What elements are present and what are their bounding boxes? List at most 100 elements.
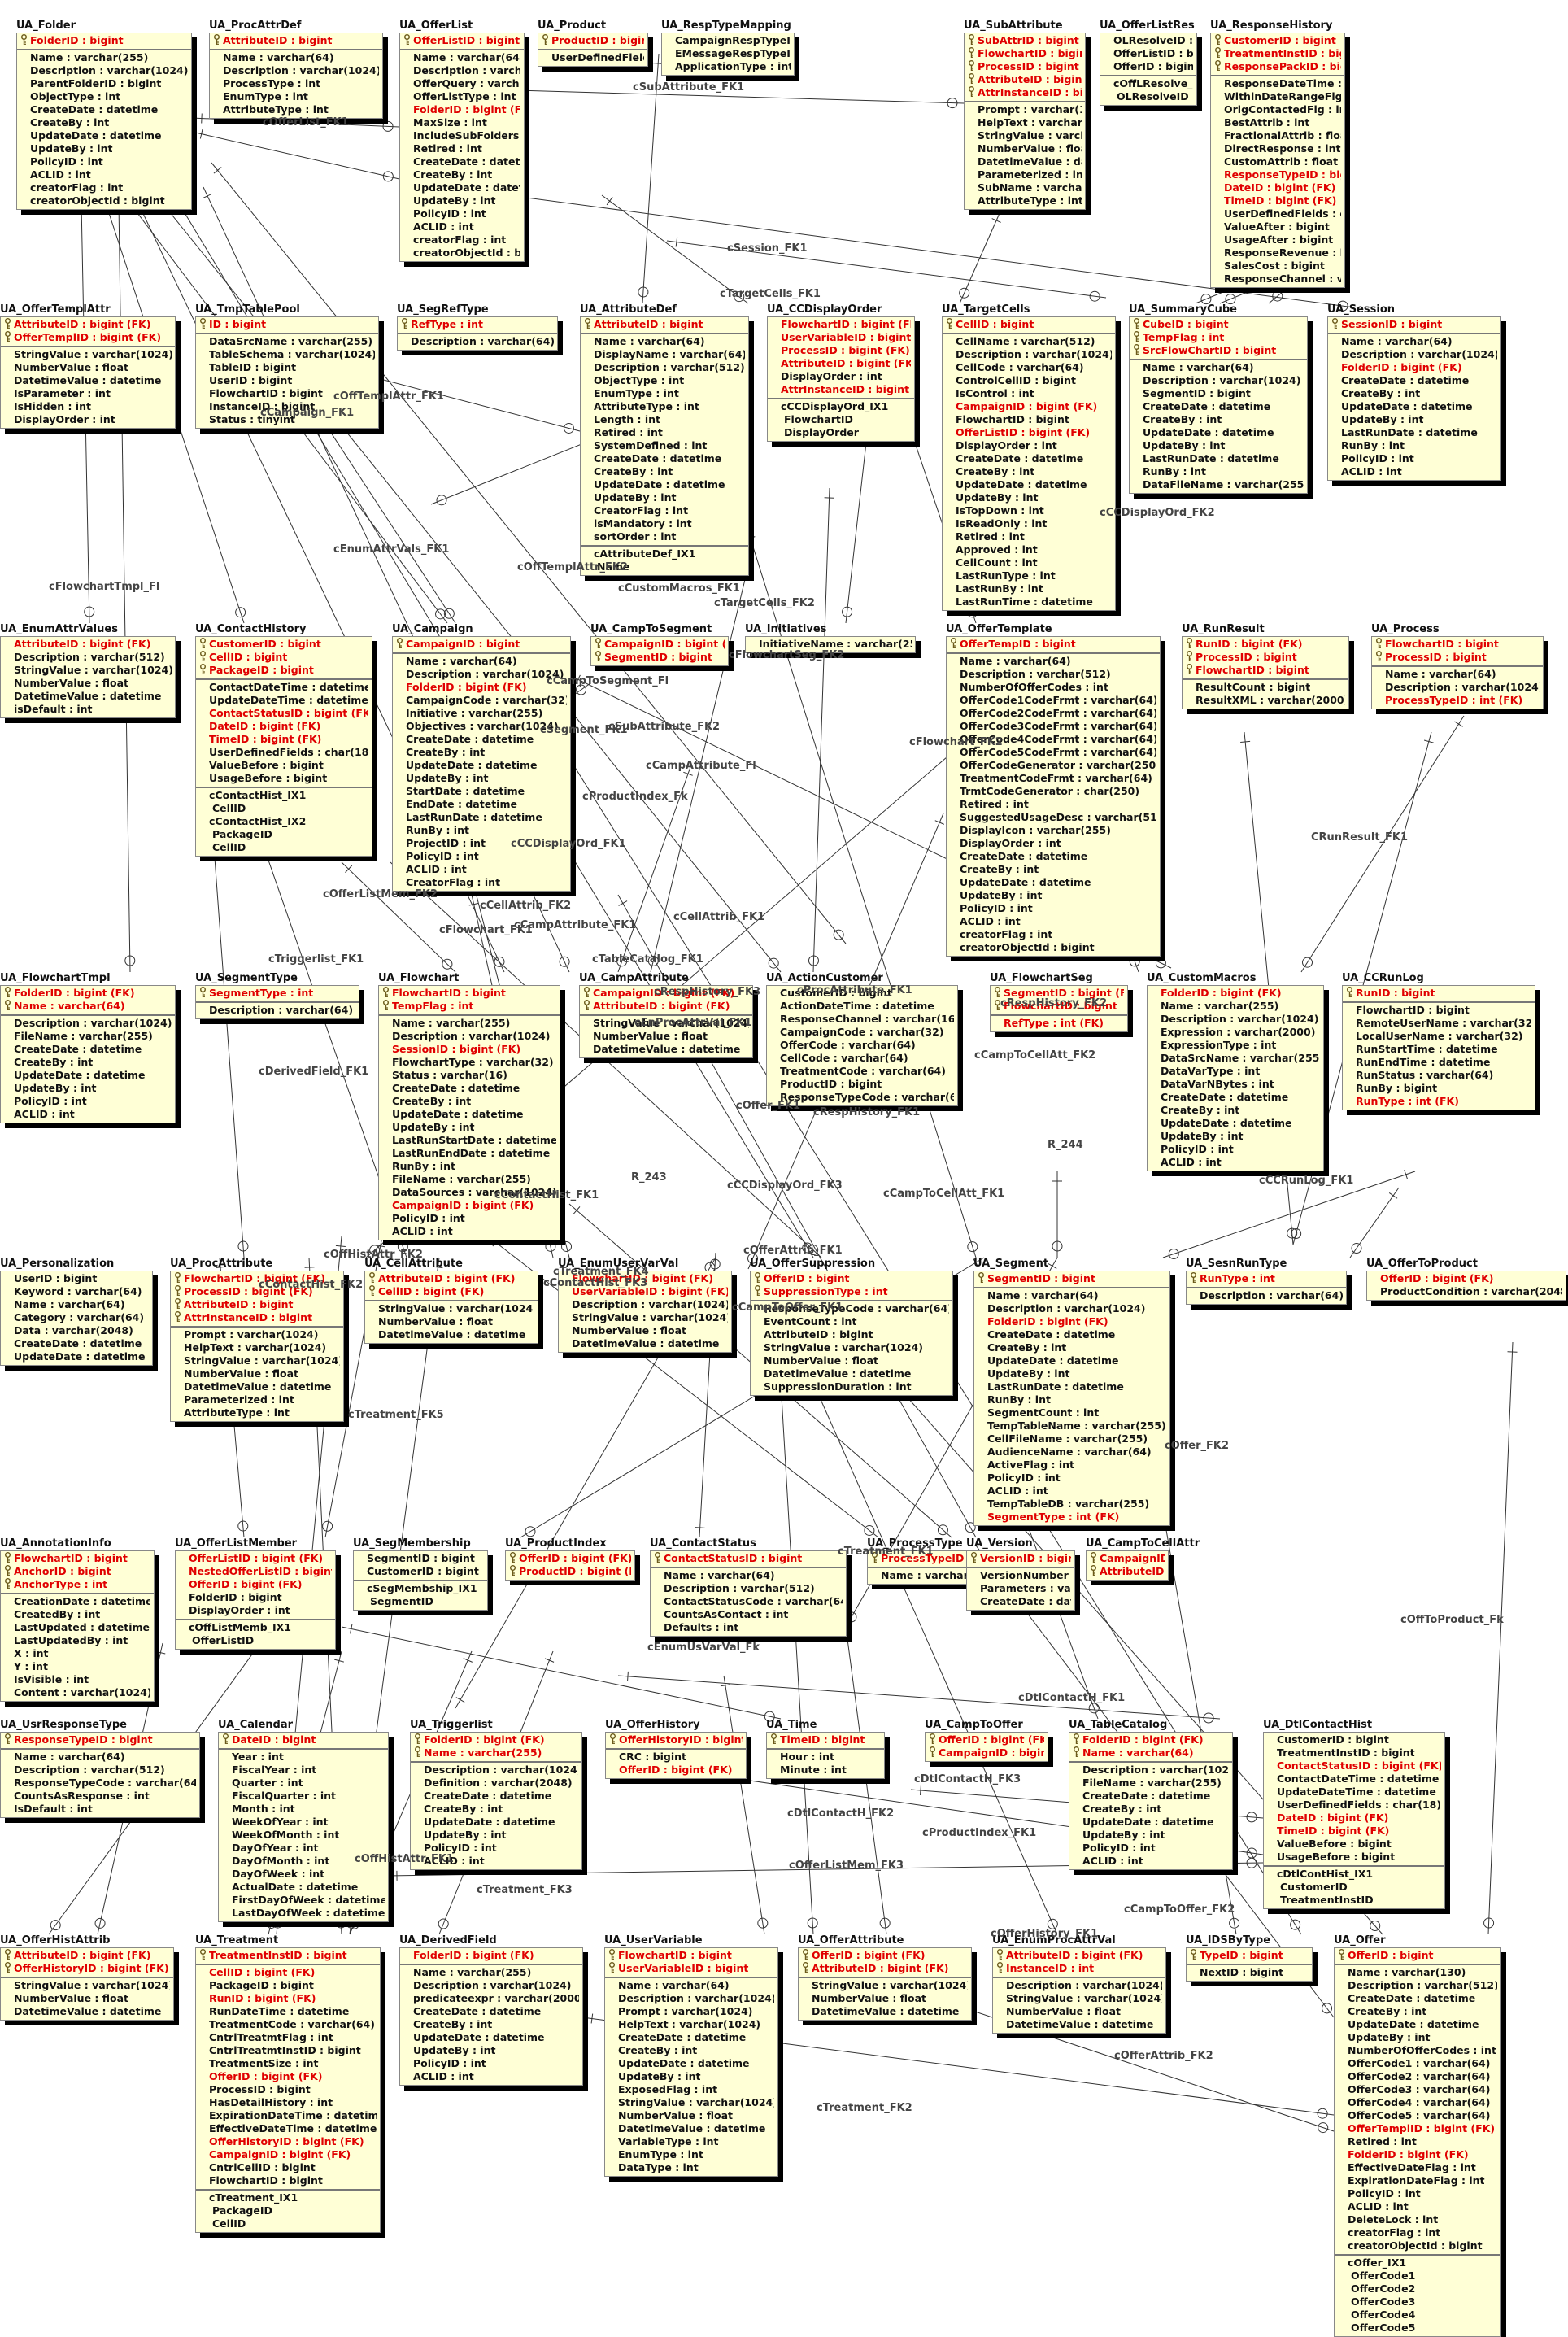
entity-box[interactable]: OfferID : bigint (FK)CampaignID : bigint… xyxy=(925,1732,1048,1762)
entity-ua-productindex[interactable]: UA_ProductIndex OfferID : bigint (FK)Pro… xyxy=(505,1537,635,1581)
entity-ua-cellattribute[interactable]: UA_CellAttribute AttributeID : bigint (F… xyxy=(364,1258,538,1344)
entity-ua-enumprocattrval[interactable]: UA_EnumProcAttrVal AttributeID : bigint … xyxy=(992,1934,1166,2034)
entity-ua-version[interactable]: UA_Version VersionID : bigint identityVe… xyxy=(966,1537,1075,1611)
entity-box[interactable]: FolderID : bigint (FK)Name : varchar(255… xyxy=(410,1732,582,1870)
entity-ua-derivedfield[interactable]: UA_DerivedField FolderID : bigint (FK)Na… xyxy=(399,1934,583,2086)
entity-ua-ccdisplayorder[interactable]: UA_CCDisplayOrder FlowchartID : bigint (… xyxy=(767,303,915,442)
entity-ua-resptypemapping[interactable]: UA_RespTypeMapping CampaignRespTypeID : … xyxy=(661,20,795,76)
entity-box[interactable]: AttributeID : bigint (FK)InstanceID : in… xyxy=(992,1947,1166,2034)
entity-ua-contactstatus[interactable]: UA_ContactStatus ContactStatusID : bigin… xyxy=(650,1537,847,1637)
entity-box[interactable]: FlowchartID : bigint (FK)ProcessID : big… xyxy=(170,1271,344,1422)
entity-box[interactable]: AttributeID : bigint (FK)OfferTemplID : … xyxy=(0,316,176,429)
entity-ua-offerlistmember[interactable]: UA_OfferListMember OfferListID : bigint … xyxy=(175,1537,336,1650)
entity-box[interactable]: FolderID : bigint (FK)Name : varchar(64)… xyxy=(0,985,176,1123)
entity-box[interactable]: AttributeID : bigint (FK)CellID : bigint… xyxy=(364,1271,538,1344)
entity-ua-offerhistattrib[interactable]: UA_OfferHistAttrib AttributeID : bigint … xyxy=(0,1934,174,2021)
entity-box[interactable]: FlowchartID : bigint (FK)UserVariableID … xyxy=(767,316,915,442)
entity-ua-triggerlist[interactable]: UA_Triggerlist FolderID : bigint (FK)Nam… xyxy=(410,1719,582,1870)
entity-ua-camptooffer[interactable]: UA_CampToOffer OfferID : bigint (FK)Camp… xyxy=(925,1719,1048,1762)
entity-ua-camptosegment[interactable]: UA_CampToSegment CampaignID : bigint (FK… xyxy=(590,623,729,666)
entity-box[interactable]: OfferListID : bigint (FK)NestedOfferList… xyxy=(175,1550,336,1650)
entity-box[interactable]: AttributeID : bigint (FK)OfferHistoryID … xyxy=(0,1947,174,2021)
entity-box[interactable]: FolderID : bigint (FK)Name : varchar(255… xyxy=(1147,985,1324,1171)
entity-box[interactable]: OfferID : bigint (FK)ProductID : bigint … xyxy=(505,1550,635,1581)
entity-box[interactable]: CampaignRespTypeID : bigintEMessageRespT… xyxy=(661,33,795,76)
entity-ua-runresult[interactable]: UA_RunResult RunID : bigint (FK)ProcessI… xyxy=(1182,623,1349,709)
entity-box[interactable]: OfferID : bigint (FK)ProductCondition : … xyxy=(1366,1271,1566,1301)
entity-box[interactable]: FolderID : bigint (FK)Name : varchar(255… xyxy=(399,1947,583,2086)
entity-ua-subattribute[interactable]: UA_SubAttribute SubAttrID : bigint (FK)F… xyxy=(964,20,1086,210)
entity-ua-offerattribute[interactable]: UA_OfferAttribute OfferID : bigint (FK)A… xyxy=(798,1934,972,2021)
entity-ua-usrresponsetype[interactable]: UA_UsrResponseType ResponseTypeID : bigi… xyxy=(0,1719,200,1818)
entity-ua-campattribute[interactable]: UA_CampAttribute CampaignID : bigint (FK… xyxy=(579,972,753,1058)
entity-ua-flowcharttmpl[interactable]: UA_FlowchartTmpl FolderID : bigint (FK)N… xyxy=(0,972,176,1123)
entity-ua-offertoproduct[interactable]: UA_OfferToProduct OfferID : bigint (FK)P… xyxy=(1366,1258,1566,1301)
entity-box[interactable]: SubAttrID : bigint (FK)FlowchartID : big… xyxy=(964,33,1086,210)
entity-box[interactable]: FolderID : bigint (FK)Name : varchar(64)… xyxy=(1069,1732,1233,1870)
entity-ua-custommacros[interactable]: UA_CustomMacros FolderID : bigint (FK)Na… xyxy=(1147,972,1324,1171)
entity-box[interactable]: CampaignID : bigint (FK)AttributeID : bi… xyxy=(1086,1550,1169,1581)
entity-ua-offertemplattr[interactable]: UA_OfferTemplAttr AttributeID : bigint (… xyxy=(0,303,176,429)
entity-box[interactable]: VersionID : bigint identityVersionNumber… xyxy=(966,1550,1075,1611)
entity-ua-enumattrvalues[interactable]: UA_EnumAttrValues AttributeID : bigint (… xyxy=(0,623,176,718)
entity-ua-camptocellattr[interactable]: UA_CampToCellAttr CampaignID : bigint (F… xyxy=(1086,1537,1200,1581)
